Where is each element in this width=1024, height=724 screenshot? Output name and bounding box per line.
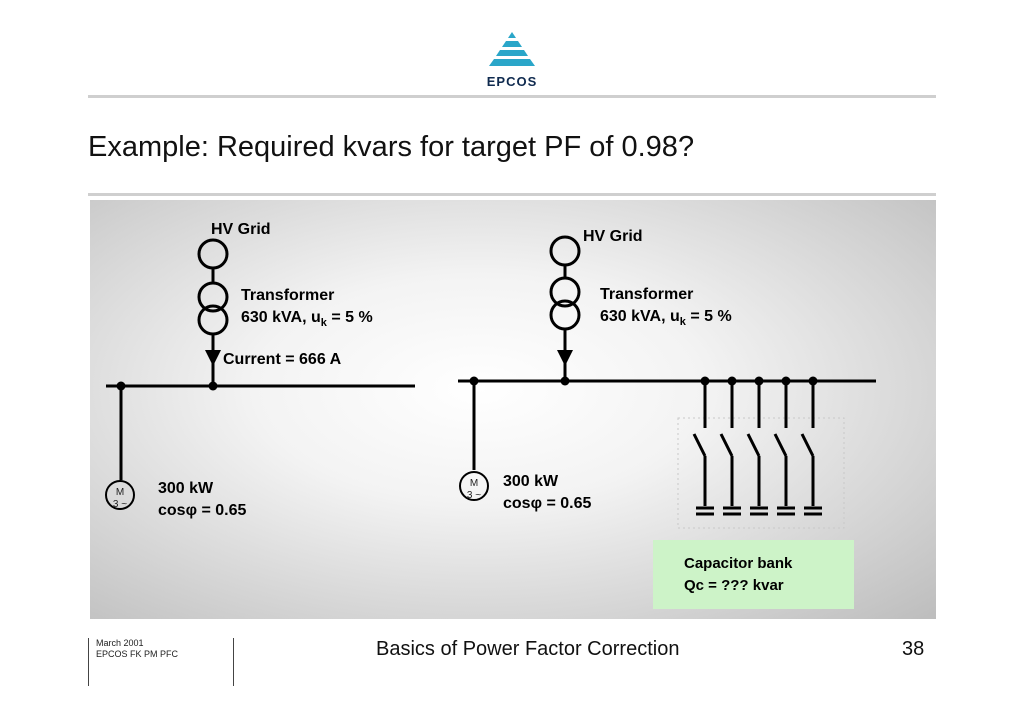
right-grid-symbol (549, 235, 581, 267)
left-grid-symbol (197, 238, 229, 270)
right-transformer-label: Transformer (600, 286, 694, 303)
footer-left-divider (88, 638, 89, 686)
footer-doc-code: EPCOS FK PM PFC (96, 649, 179, 659)
epcos-logo-icon (489, 32, 535, 66)
page-title: Example: Required kvars for target PF of… (88, 131, 695, 163)
right-motor-type-top: M (469, 478, 479, 489)
right-motor-type-bottom: 3 ~ (466, 490, 482, 501)
capacitor-branch-2 (719, 381, 741, 516)
brand-name: EPCOS (486, 74, 538, 89)
capacitor-bank-value: Qc = ??? kvar (684, 577, 784, 594)
footer-mid-divider (233, 638, 234, 686)
title-divider (88, 193, 936, 196)
right-motor (459, 471, 489, 501)
right-load-power: 300 kW (503, 473, 559, 490)
capacitor-bank-label: Capacitor bank (684, 555, 793, 572)
page-number: 38 (902, 638, 925, 660)
right-transformer-primary (549, 276, 581, 308)
footer-date: March 2001 (96, 638, 144, 648)
capacitor-branch-4 (773, 381, 795, 516)
left-motor (105, 480, 135, 510)
left-motor-type-bottom: 3 ~ (112, 499, 128, 510)
left-grid-label: HV Grid (211, 221, 271, 238)
right-transformer-rating: 630 kVA, uk = 5 % (600, 308, 732, 329)
footer-meta: March 2001 EPCOS FK PM PFC (96, 638, 178, 660)
header-divider (88, 95, 936, 98)
capacitor-branch-5 (800, 381, 822, 516)
left-transformer-primary (197, 281, 229, 313)
capacitor-bank-box (653, 540, 854, 609)
right-current-arrow (557, 350, 573, 366)
left-transformer-rating: 630 kVA, uk = 5 % (241, 309, 373, 330)
footer-title: Basics of Power Factor Correction (376, 638, 680, 660)
capacitor-branch-3 (746, 381, 768, 516)
left-load-power: 300 kW (158, 480, 214, 497)
right-load-pf: cosφ = 0.65 (503, 495, 592, 512)
capacitor-branch-1 (692, 381, 714, 516)
left-motor-type-top: M (115, 487, 125, 498)
right-grid-label: HV Grid (583, 228, 643, 245)
left-current-arrow (205, 350, 221, 366)
left-load-pf: cosφ = 0.65 (158, 502, 247, 519)
left-transformer-label: Transformer (241, 287, 335, 304)
left-current-label: Current = 666 A (223, 351, 342, 368)
